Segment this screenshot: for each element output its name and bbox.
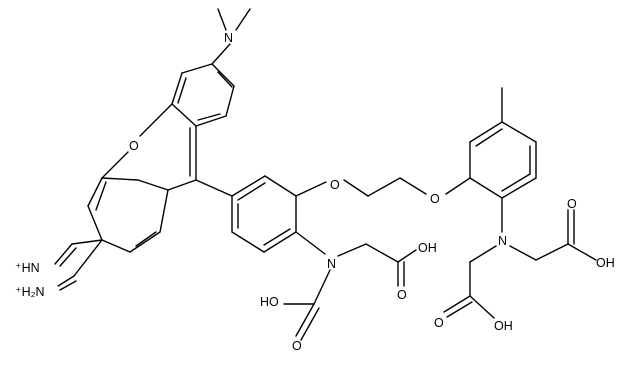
atom-label-carbonyl-o-4: O	[434, 316, 444, 330]
atom-label-o-ether-right: O	[430, 192, 440, 206]
atom-label-oh-right-2: OH	[494, 319, 513, 333]
atom-label-n-left: N	[327, 257, 336, 271]
atom-label-carbonyl-o-3: O	[567, 197, 577, 211]
atom-label-oh-right-1: OH	[596, 256, 615, 270]
atom-label-carbonyl-o-2: O	[292, 339, 302, 353]
atom-label-oh-left-1: OH	[418, 241, 437, 255]
atom-label-o-ether-left: O	[330, 178, 340, 192]
bond-layer	[54, 8, 597, 341]
atom-label-n-right: N	[498, 234, 507, 248]
atom-label-iminium-bottom: ⁺H₂N	[15, 285, 45, 299]
atom-label-oh-left-2: HO	[260, 295, 279, 309]
atom-label-carbonyl-o-1: O	[397, 288, 407, 302]
atom-label-iminium-top: ⁺HN	[15, 261, 40, 275]
atom-label-o-xanthene: O	[129, 139, 139, 153]
atom-label-layer: N O O O N N ⁺HN ⁺H₂N OH HO OH OH O O O O	[15, 31, 615, 353]
atom-label-n-dimethyl: N	[224, 31, 233, 45]
